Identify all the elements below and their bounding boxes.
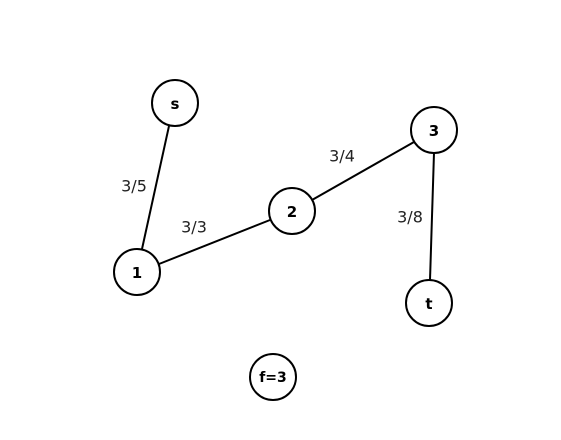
node-label-t: t — [425, 295, 432, 313]
edge-label-1-2: 3/3 — [181, 218, 207, 237]
node-s: s — [151, 79, 199, 127]
node-label-s: s — [171, 95, 180, 113]
edge-label-2-3: 3/4 — [329, 147, 355, 166]
edge-3-t — [429, 152, 435, 281]
edge-s-1 — [141, 125, 170, 250]
flow-value-node: f=3 — [249, 353, 297, 401]
node-label-2: 2 — [287, 203, 297, 221]
edge-label-3-t: 3/8 — [397, 208, 423, 227]
node-1: 1 — [113, 248, 161, 296]
node-3: 3 — [410, 106, 458, 154]
edge-1-2 — [158, 219, 271, 265]
node-t: t — [405, 279, 453, 327]
edge-label-s-1: 3/5 — [121, 177, 147, 196]
flow-value-label: f=3 — [259, 370, 287, 386]
node-2: 2 — [268, 187, 316, 235]
edge-2-3 — [311, 141, 415, 201]
node-label-1: 1 — [132, 264, 142, 282]
node-label-3: 3 — [429, 122, 439, 140]
